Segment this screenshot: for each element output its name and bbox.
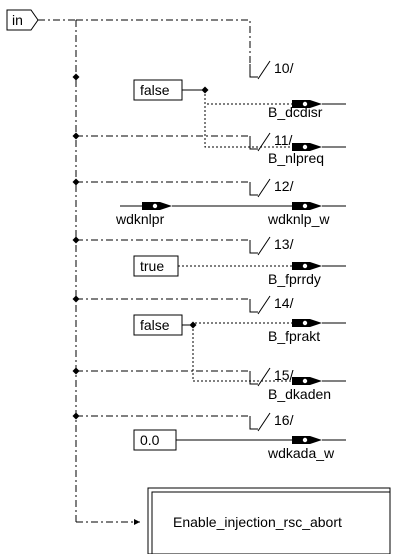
source-box-label: 0.0 <box>140 432 160 448</box>
step-corner-icon <box>249 240 258 254</box>
source-false-1[interactable]: false <box>133 79 183 101</box>
step-number: 12/ <box>274 178 294 194</box>
source-zero[interactable]: 0.0 <box>133 429 177 451</box>
step-slash-icon <box>257 412 271 432</box>
output-label: B_nlpreq <box>268 150 324 166</box>
input-port-label: in <box>12 12 23 28</box>
step-corner-icon <box>249 299 258 313</box>
target-block[interactable]: Enable_injection_rsc_abort <box>147 487 391 554</box>
output-label: B_dkaden <box>268 386 331 402</box>
step-branch-line <box>76 19 251 77</box>
step-slash-icon <box>257 367 271 387</box>
step-branch-line <box>76 239 251 253</box>
step-16: 16/wdkada_w <box>72 412 346 461</box>
source-label-wdknlpr: wdknlpr <box>115 211 165 227</box>
terminal-circle-icon <box>302 378 308 384</box>
step-number: 13/ <box>274 236 294 252</box>
output-terminal-wdkada_w[interactable] <box>292 436 322 444</box>
step-branch-line <box>76 370 251 384</box>
input-port-in[interactable]: in <box>6 9 39 31</box>
output-terminal-B_dkaden[interactable] <box>292 377 322 385</box>
source-true[interactable]: true <box>133 255 179 277</box>
step-slash-icon <box>257 60 271 80</box>
step-slash-icon <box>257 132 271 152</box>
step-branch-line <box>76 415 251 429</box>
step-14: 14/B_fprakt <box>72 295 346 344</box>
step-corner-icon <box>249 416 258 430</box>
step-branch-line <box>76 298 251 312</box>
step-corner-icon <box>249 182 258 196</box>
dotted-link-15 <box>192 325 292 382</box>
step-corner-icon <box>249 371 258 385</box>
output-terminal-B_fprrdy[interactable] <box>292 262 322 270</box>
output-terminal-B_dcdisr[interactable] <box>292 100 322 108</box>
output-label: B_fprrdy <box>268 271 321 287</box>
output-terminal-B_nlpreq[interactable] <box>292 143 322 151</box>
step-corner-icon <box>249 64 258 78</box>
step-number: 15/ <box>274 367 294 383</box>
output-terminal-B_fprakt[interactable] <box>292 319 322 327</box>
branch-junction-dot <box>72 73 80 81</box>
step-number: 10/ <box>274 60 294 76</box>
terminal-circle-icon <box>302 144 308 150</box>
output-label: B_dcdisr <box>268 104 323 120</box>
dotted-link-14 <box>192 322 292 325</box>
output-label: wdkada_w <box>267 445 335 461</box>
target-block-label: Enable_injection_rsc_abort <box>173 514 342 530</box>
source-box-label: false <box>140 317 170 333</box>
step-number: 11/ <box>274 132 293 148</box>
step-number: 14/ <box>274 295 294 311</box>
source-false-2[interactable]: false <box>133 314 183 336</box>
terminal-circle-icon <box>302 320 308 326</box>
step-corner-icon <box>249 136 258 150</box>
source-box-label: true <box>140 258 164 274</box>
step-13: 13/B_fprrdy <box>72 236 346 287</box>
output-label: wdknlp_w <box>267 211 330 227</box>
step-15: 15/B_dkaden <box>72 367 346 402</box>
terminal-circle-icon <box>152 203 158 209</box>
step-slash-icon <box>257 236 271 256</box>
step-branch-line <box>76 135 251 149</box>
terminal-circle-icon <box>302 437 308 443</box>
output-label: B_fprakt <box>268 328 320 344</box>
source-wdknlpr[interactable]: wdknlpr <box>115 202 292 227</box>
step-slash-icon <box>257 178 271 198</box>
step-12: 12/wdknlp_w <box>72 178 346 227</box>
source-box-label: false <box>140 82 170 98</box>
output-terminal-wdknlp_w[interactable] <box>292 202 322 210</box>
step-10: 10/B_dcdisr <box>72 19 346 120</box>
terminal-circle-icon <box>302 101 308 107</box>
terminal-circle-icon <box>302 203 308 209</box>
step-number: 16/ <box>274 412 294 428</box>
step-11: 11/B_nlpreq <box>72 132 346 166</box>
dotted-link-11 <box>204 90 292 148</box>
step-branch-line <box>76 181 251 195</box>
step-slash-icon <box>257 295 271 315</box>
terminal-circle-icon <box>302 263 308 269</box>
dotted-link-10 <box>204 90 292 105</box>
source-terminal-wdknlpr[interactable] <box>142 202 172 210</box>
